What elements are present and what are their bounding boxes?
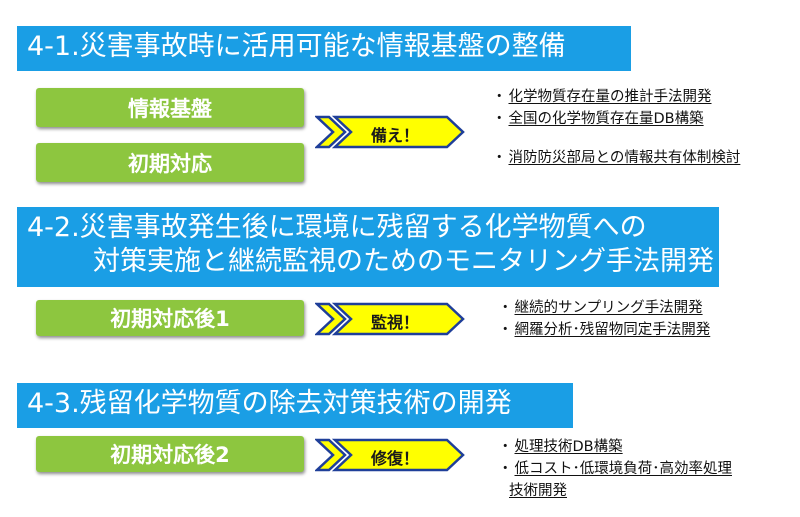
list-item: ・消防防災部局との情報共有体制検討 [492,150,741,166]
arrow-prepare [315,115,465,149]
list-item: ・化学物質存在量の推計手法開発 [492,89,712,105]
section-title-4-1: 4-1.災害事故時に活用可能な情報基盤の整備 [17,26,631,71]
arrow-label-restore: 修復！ [370,449,419,468]
arrow-restore [315,438,465,472]
section-title-4-3: 4-3.残留化学物質の除去対策技術の開発 [17,383,573,428]
section-title-4-2-line1: 4-2.災害事故発生後に環境に残留する化学物質への [27,212,647,243]
items-section-2: ・継続的サンプリング手法開発 ・網羅分析･残留物同定手法開発 [498,297,710,341]
list-item: ・継続的サンプリング手法開発 [498,300,703,316]
box-post-initial-1: 初期対応後1 [36,300,304,336]
items-section-3: ・処理技術DB構築 ・低コスト･低環境負荷･高効率処理 技術開発 [498,436,732,502]
section-title-4-2: 4-2.災害事故発生後に環境に残留する化学物質への 対策実施と継続監視のためのモ… [17,207,719,287]
arrow-monitor [315,302,465,336]
list-item: ・処理技術DB構築 [498,439,623,455]
box-info-base: 情報基盤 [36,88,304,127]
box-post-initial-2: 初期対応後2 [36,436,304,472]
items-section-1: ・化学物質存在量の推計手法開発 ・全国の化学物質存在量DB構築 ・消防防災部局と… [492,86,740,169]
arrow-label-monitor: 監視！ [370,313,419,332]
list-item: ・低コスト･低環境負荷･高効率処理 技術開発 [498,458,732,502]
box-initial-response: 初期対応 [36,143,304,182]
list-item-continuation: 技術開発 [509,483,567,499]
section-title-4-2-line2: 対策実施と継続監視のためのモニタリング手法開発 [93,246,714,277]
arrow-label-prepare: 備え！ [370,126,419,145]
list-item: ・全国の化学物質存在量DB構築 [492,111,704,127]
list-item: ・網羅分析･残留物同定手法開発 [498,322,711,338]
